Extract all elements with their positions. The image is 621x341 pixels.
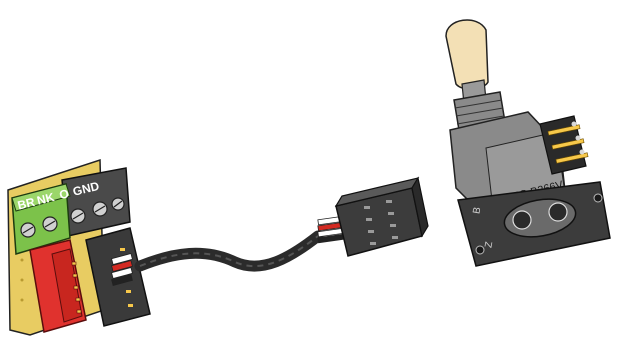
header-wire-stripes — [112, 254, 133, 286]
plate-hole-right — [594, 194, 602, 202]
terminal-board-assembly: BR NK O GND — [8, 160, 150, 335]
plate-right-eyelet — [549, 203, 567, 221]
toggle-switch-assembly: EMG B266V B Z — [446, 20, 610, 266]
switch-knob — [446, 20, 488, 89]
cable-sheath — [140, 236, 318, 266]
plate-left-eyelet — [513, 211, 531, 229]
cable-housing-connector — [336, 178, 428, 256]
cable — [140, 216, 344, 266]
